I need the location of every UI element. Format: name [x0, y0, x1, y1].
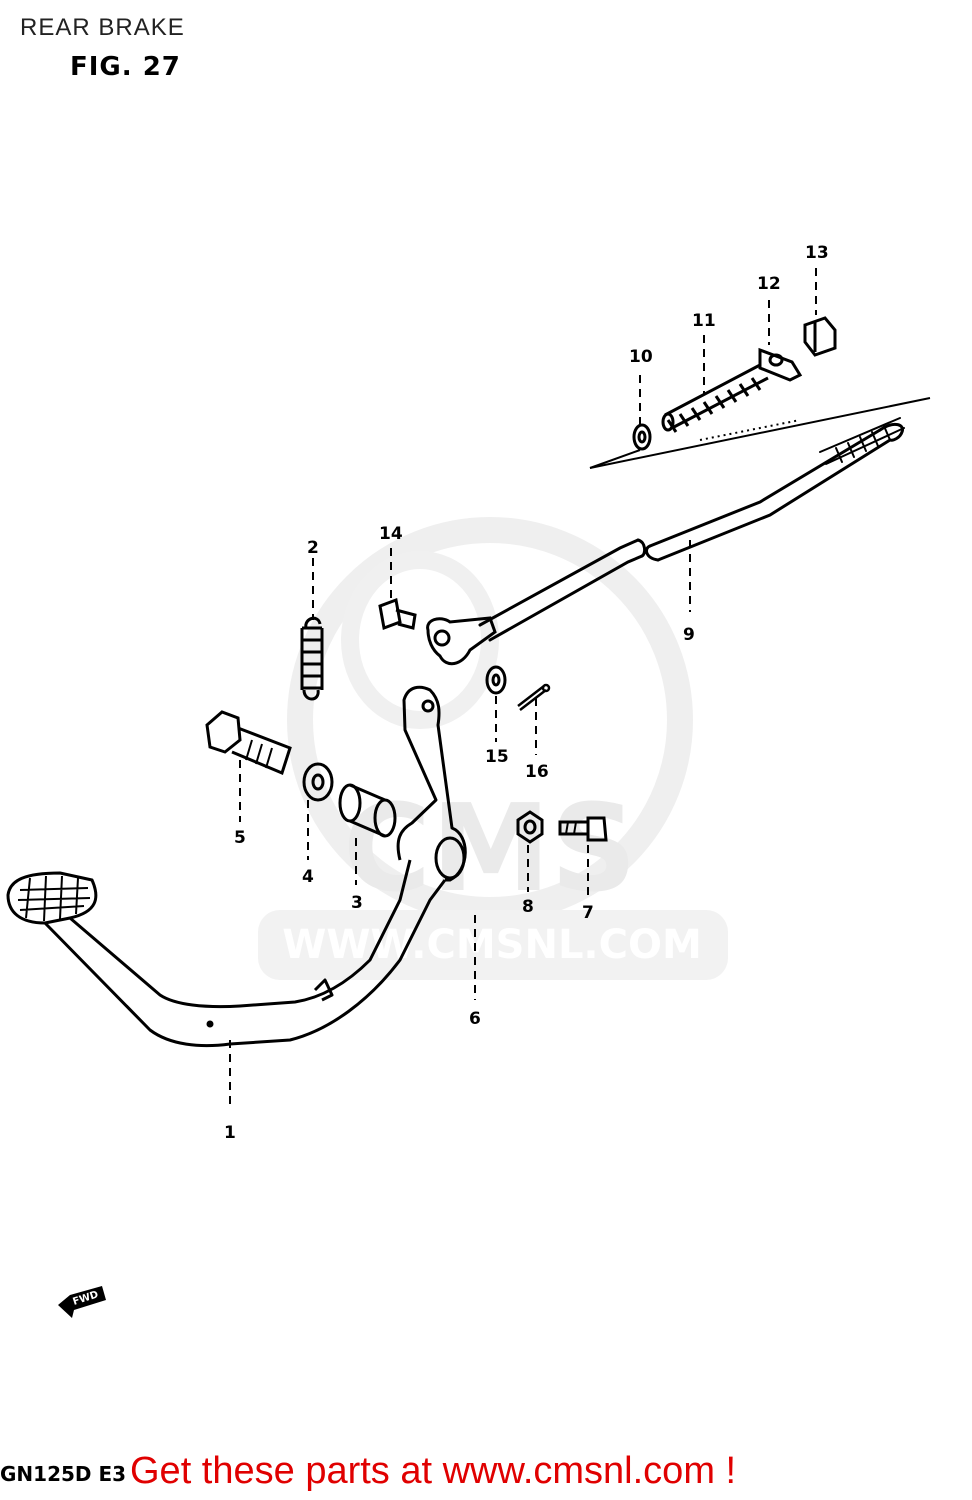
callout-5: 5: [234, 828, 246, 848]
nut-part-13: [803, 316, 837, 357]
brake-rod: [426, 417, 905, 666]
callout-4: 4: [302, 867, 314, 887]
leader-lines: [229, 268, 817, 1110]
diagram-title: REAR BRAKE: [20, 14, 185, 41]
callout-14: 14: [379, 524, 403, 544]
callout-7: 7: [582, 903, 594, 923]
callout-15: 15: [485, 747, 509, 767]
callout-2: 2: [307, 538, 319, 558]
callout-10: 10: [629, 347, 653, 367]
bolt-part-14: [378, 597, 417, 631]
bolt-part-7: [558, 816, 608, 842]
watermark-url: WWW.CMSNL.COM: [282, 922, 702, 968]
spring-part-2: [300, 616, 324, 701]
figure-number: FIG. 27: [70, 52, 181, 82]
callout-9: 9: [683, 625, 695, 645]
cotter-pin-part-16: [517, 683, 551, 711]
washer-part-4: [302, 762, 334, 802]
washer-part-15: [485, 665, 507, 695]
callout-8: 8: [522, 897, 534, 917]
bolt-part-5: [205, 710, 292, 776]
callout-1: 1: [224, 1123, 236, 1143]
assembly-guide-lines: [589, 397, 931, 469]
callout-3: 3: [351, 893, 363, 913]
callout-6: 6: [469, 1009, 481, 1029]
callout-11: 11: [692, 311, 716, 331]
callout-13: 13: [805, 243, 829, 263]
bush-part-3: [338, 783, 397, 838]
cmsnl-link[interactable]: Get these parts at www.cmsnl.com !: [130, 1450, 737, 1492]
arrow-left-icon: [58, 1286, 106, 1318]
joint-part-12: [758, 347, 803, 382]
brake-pedal: [6, 685, 467, 1048]
spring-part-11: [661, 363, 769, 433]
nut-part-8: [516, 810, 544, 844]
model-code: GN125D E3: [0, 1462, 127, 1486]
callouts: 1 2 3 4 5 6 7 8 9 10 11 12 13 14 15 16: [224, 243, 829, 1143]
forward-direction-marker: FWD: [58, 1286, 106, 1318]
callout-16: 16: [525, 762, 549, 782]
washer-part-10: [632, 423, 652, 451]
callout-12: 12: [757, 274, 781, 294]
